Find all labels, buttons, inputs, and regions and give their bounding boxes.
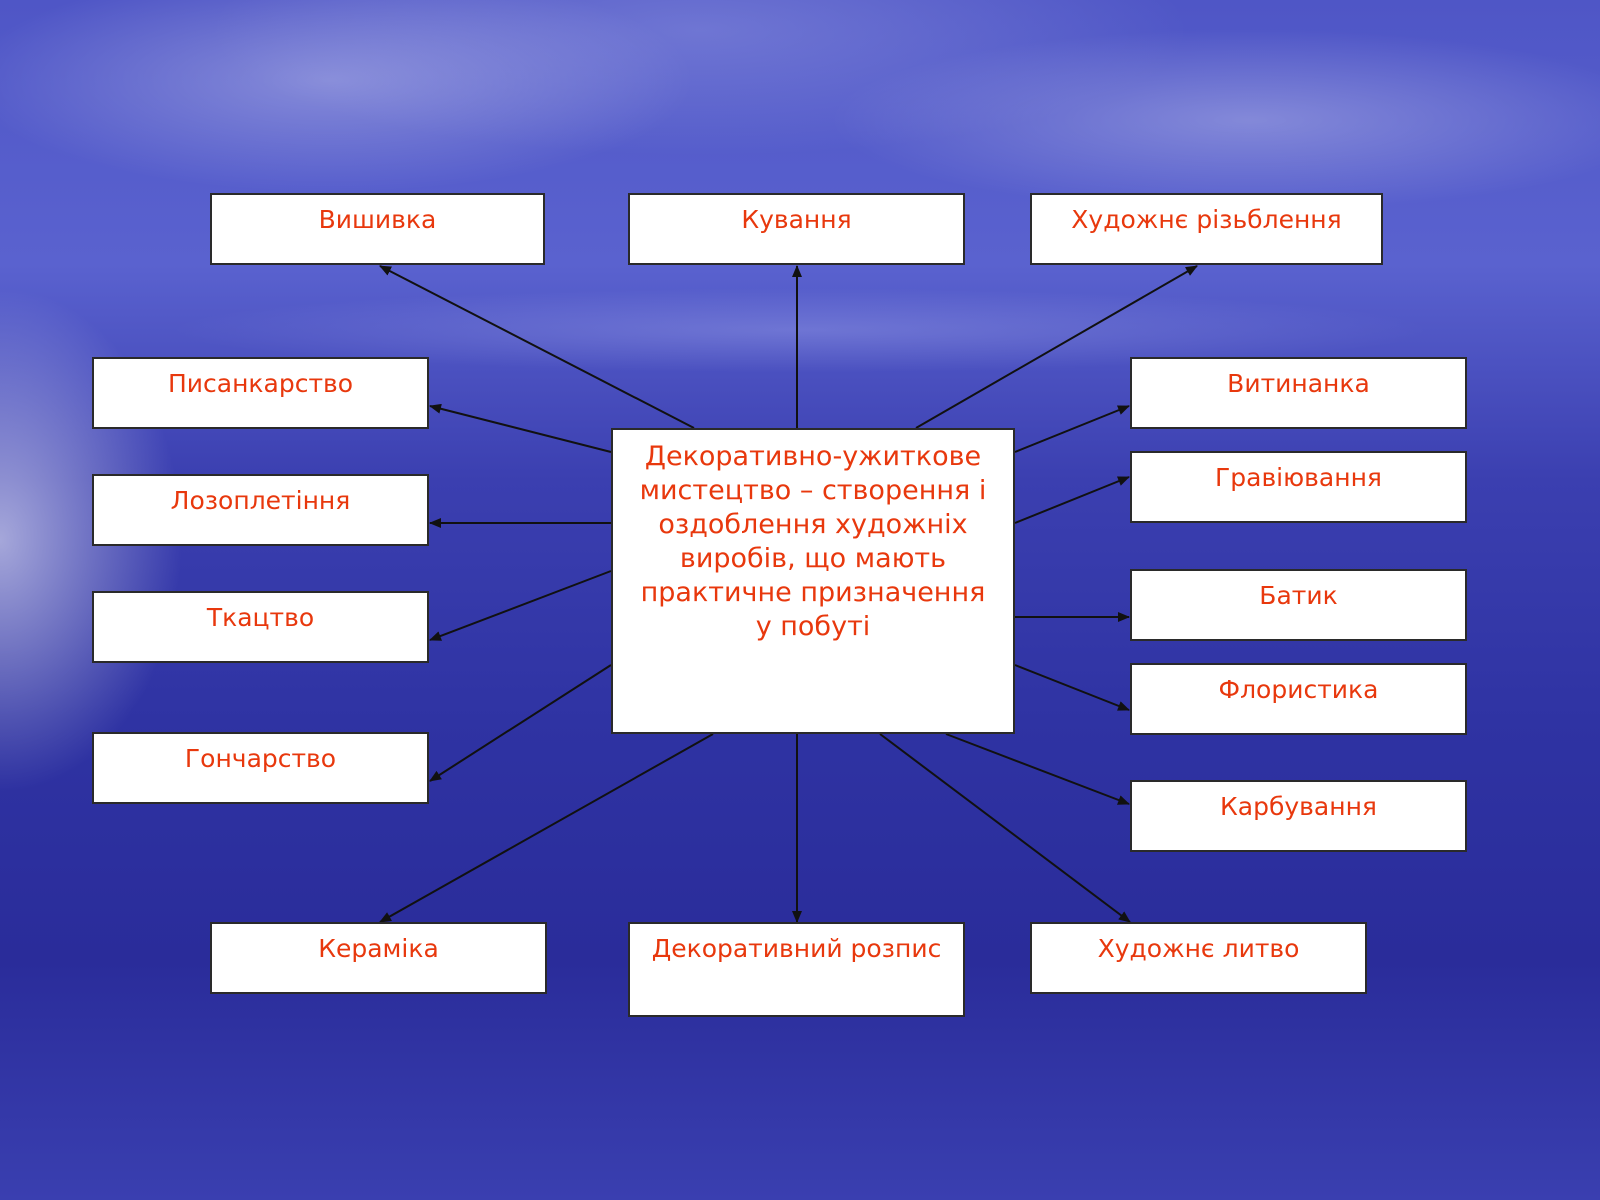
arrow-to-graviiuvannia: [1014, 476, 1130, 524]
arrow-to-florystyka: [1014, 664, 1130, 711]
node-pysankarstvo: Писанкарство: [92, 357, 429, 429]
node-label: Карбування: [1220, 792, 1377, 821]
arrow-to-khudozhnie-rizblennia: [915, 265, 1198, 429]
node-graviiuvannia: Гравіювання: [1130, 451, 1467, 523]
center-concept-text: Декоративно-ужиткове мистецтво – створен…: [639, 441, 987, 642]
node-label: Гравіювання: [1215, 463, 1382, 492]
arrow-to-keramika: [379, 733, 714, 923]
arrow-to-goncharstvo: [429, 664, 612, 782]
node-label: Художнє різьблення: [1071, 205, 1342, 234]
arrow-to-pysankarstvo: [429, 403, 612, 453]
arrow-to-khudozhnie-lytvo: [879, 733, 1131, 923]
node-kuvannia: Кування: [628, 193, 965, 265]
node-dekoratyvnyi-rozpys: Декоративний розпис: [628, 922, 965, 1017]
node-keramika: Кераміка: [210, 922, 547, 994]
node-label: Кування: [741, 205, 852, 234]
node-vytynanka: Витинанка: [1130, 357, 1467, 429]
node-vyshyvka: Вишивка: [210, 193, 545, 265]
node-label: Кераміка: [318, 934, 439, 963]
node-tkatstvo: Ткацтво: [92, 591, 429, 663]
node-florystyka: Флористика: [1130, 663, 1467, 735]
node-lozopletinnia: Лозоплетіння: [92, 474, 429, 546]
node-label: Ткацтво: [206, 603, 315, 632]
node-label: Флористика: [1218, 675, 1379, 704]
arrow-to-karbuvannia: [945, 733, 1130, 805]
node-karbuvannia: Карбування: [1130, 780, 1467, 852]
node-khudozhnie-rizblennia: Художнє різьблення: [1030, 193, 1383, 265]
node-goncharstvo: Гончарство: [92, 732, 429, 804]
arrow-to-vytynanka: [1014, 405, 1130, 453]
node-label: Вишивка: [318, 205, 437, 234]
node-label: Витинанка: [1227, 369, 1370, 398]
node-label: Батик: [1259, 581, 1338, 610]
arrow-to-vyshyvka: [379, 265, 695, 429]
node-label: Гончарство: [184, 744, 337, 773]
node-label: Лозоплетіння: [170, 486, 351, 515]
node-batyk: Батик: [1130, 569, 1467, 641]
node-label: Художнє литво: [1097, 934, 1300, 963]
center-concept-box: Декоративно-ужиткове мистецтво – створен…: [611, 428, 1015, 734]
arrow-to-tkatstvo: [429, 570, 612, 641]
node-khudozhnie-lytvo: Художнє литво: [1030, 922, 1367, 994]
node-label: Декоративний розпис: [651, 934, 942, 963]
node-label: Писанкарство: [167, 369, 354, 398]
